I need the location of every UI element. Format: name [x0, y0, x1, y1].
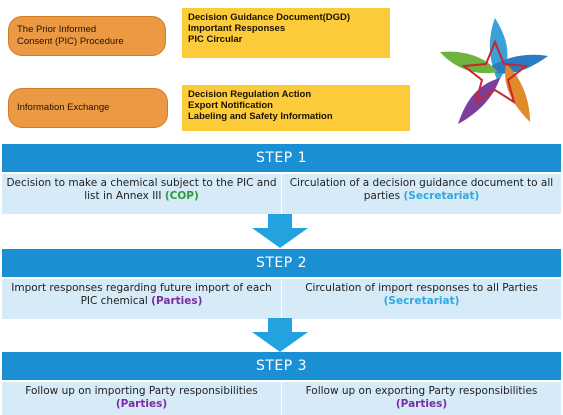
- step-1-right-text: Circulation of a decision guidance docum…: [289, 177, 554, 202]
- procedure-pic-label: The Prior Informed Consent (PIC) Procedu…: [17, 24, 124, 47]
- step-3-right-text: Follow up on exporting Party responsibil…: [305, 385, 538, 397]
- step-2-right-actor: (Secretariat): [383, 294, 460, 307]
- step-2-right-cell: Circulation of import responses to all P…: [281, 279, 561, 319]
- step-3-left-cell: Follow up on importing Party responsibil…: [2, 382, 281, 415]
- step-2-left-actor: (Parties): [151, 294, 203, 307]
- detail-item: Export Notification: [188, 100, 273, 111]
- step-2-left-cell: Import responses regarding future import…: [2, 279, 281, 319]
- step-1-right-actor: (Secretariat): [403, 189, 480, 202]
- step-1-header: STEP 1: [2, 144, 561, 172]
- step-1-left-text: Decision to make a chemical subject to t…: [6, 177, 277, 202]
- down-arrow-icon: [252, 318, 308, 352]
- down-arrow-icon: [252, 214, 308, 248]
- procedure-information-exchange-label: Information Exchange: [17, 102, 110, 113]
- step-2-header: STEP 2: [2, 249, 561, 277]
- detail-item: Labeling and Safety Information: [188, 111, 333, 122]
- step-3-title: STEP 3: [255, 358, 308, 374]
- procedure-pic: The Prior Informed Consent (PIC) Procedu…: [8, 16, 166, 56]
- step-1-body: Decision to make a chemical subject to t…: [2, 174, 561, 214]
- step-3-right-cell: Follow up on exporting Party responsibil…: [281, 382, 561, 415]
- step-1-right-cell: Circulation of a decision guidance docum…: [281, 174, 561, 214]
- procedure-information-exchange: Information Exchange: [8, 88, 168, 128]
- step-3-right-actor: (Parties): [395, 397, 448, 410]
- step-2-title: STEP 2: [255, 255, 308, 271]
- rotterdam-convention-star-logo-icon: [436, 12, 554, 130]
- detail-item: PIC Circular: [188, 34, 243, 45]
- procedure-pic-details: Decision Guidance Document(DGD) Importan…: [182, 8, 390, 58]
- step-2-left-text: Import responses regarding future import…: [11, 282, 272, 307]
- step-3-header: STEP 3: [2, 352, 561, 380]
- step-1-left-cell: Decision to make a chemical subject to t…: [2, 174, 281, 214]
- detail-item: Important Responses: [188, 23, 286, 34]
- step-2-body: Import responses regarding future import…: [2, 279, 561, 319]
- procedure-information-exchange-details: Decision Regulation Action Export Notifi…: [182, 85, 410, 131]
- detail-item: Decision Guidance Document(DGD): [188, 12, 351, 23]
- step-3-body: Follow up on importing Party responsibil…: [2, 382, 561, 415]
- step-2-right-text: Circulation of import responses to all P…: [305, 282, 538, 294]
- detail-item: Decision Regulation Action: [188, 89, 312, 100]
- step-3-left-text: Follow up on importing Party responsibil…: [25, 385, 258, 397]
- step-1-title: STEP 1: [255, 150, 308, 166]
- step-1-left-actor: (COP): [164, 189, 199, 202]
- step-3-left-actor: (Parties): [115, 397, 168, 410]
